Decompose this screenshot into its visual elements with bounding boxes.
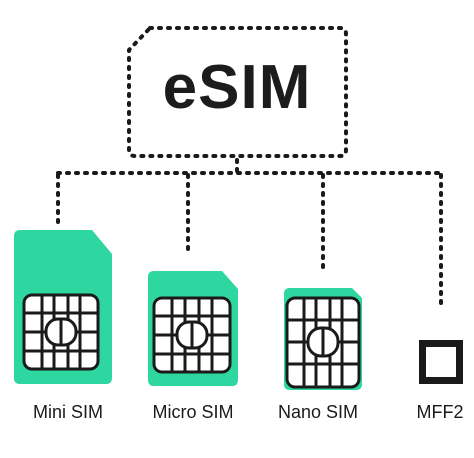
nano-sim-chip bbox=[285, 296, 361, 389]
nano-sim-label: Nano SIM bbox=[277, 402, 359, 422]
micro-sim-label: Micro SIM bbox=[152, 402, 234, 422]
mff2-label: MFF2 bbox=[416, 402, 464, 422]
micro-sim-card bbox=[148, 271, 238, 386]
mini-sim-chip bbox=[22, 293, 100, 371]
mini-sim-label: Mini SIM bbox=[32, 402, 104, 422]
mff2-chip bbox=[415, 340, 467, 384]
connector-lines bbox=[56, 158, 443, 308]
esim-title: eSIM bbox=[162, 53, 312, 122]
nano-sim-card bbox=[284, 288, 362, 390]
micro-sim-chip bbox=[152, 296, 232, 374]
mini-sim-card bbox=[14, 230, 112, 384]
